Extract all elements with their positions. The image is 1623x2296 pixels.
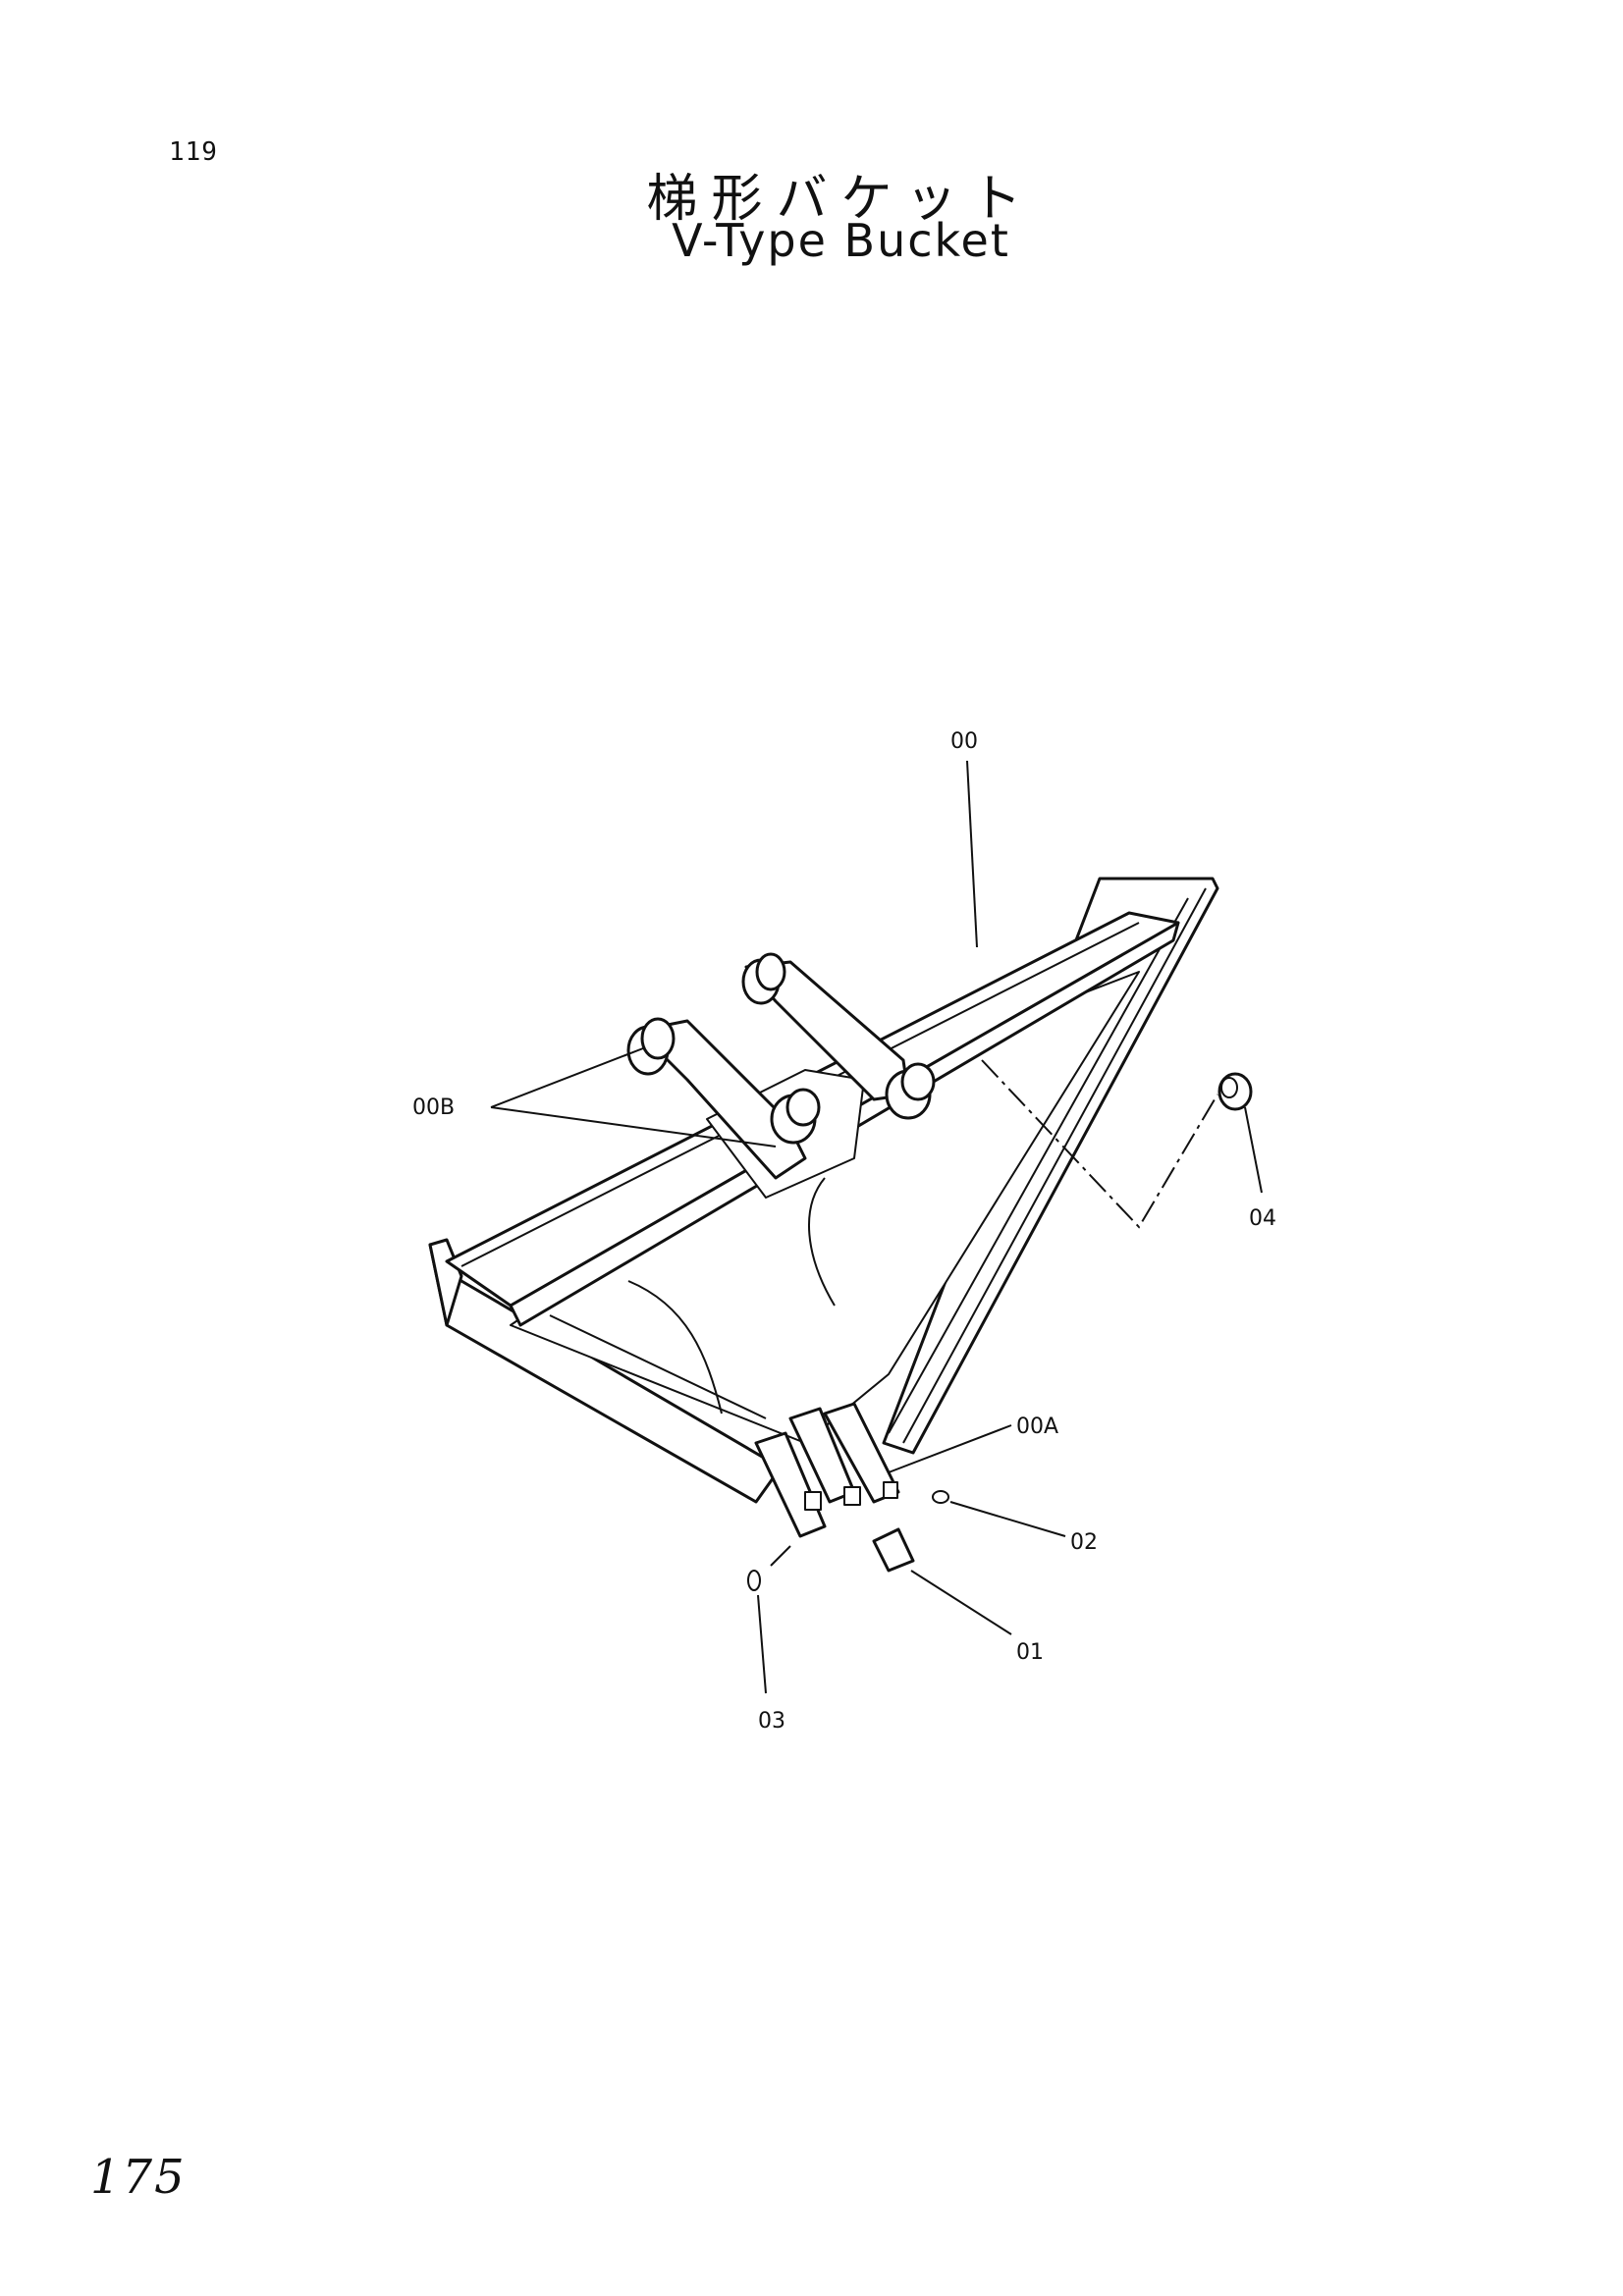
tooth-adapters xyxy=(754,1402,900,1538)
callout-02: 02 xyxy=(1070,1530,1098,1555)
callout-04: 04 xyxy=(1249,1206,1276,1231)
title-english: V-Type Bucket xyxy=(672,214,1010,267)
leader-lines xyxy=(490,760,1263,1694)
handwritten-page-note: 175 xyxy=(90,2150,187,2205)
page-number: 119 xyxy=(169,137,218,167)
bucket-body xyxy=(428,877,1219,1504)
callout-00A: 00A xyxy=(1016,1415,1058,1439)
callout-labels: 00 00B 04 00A 02 01 03 xyxy=(412,729,1276,1734)
callout-00B: 00B xyxy=(412,1095,455,1120)
loose-parts xyxy=(747,1072,1253,1591)
bucket-lugs xyxy=(626,952,936,1180)
title-japanese: 梯形バケット xyxy=(646,170,1036,229)
callout-03: 03 xyxy=(758,1709,785,1734)
callout-00: 00 xyxy=(950,729,978,754)
callout-01: 01 xyxy=(1016,1640,1044,1665)
